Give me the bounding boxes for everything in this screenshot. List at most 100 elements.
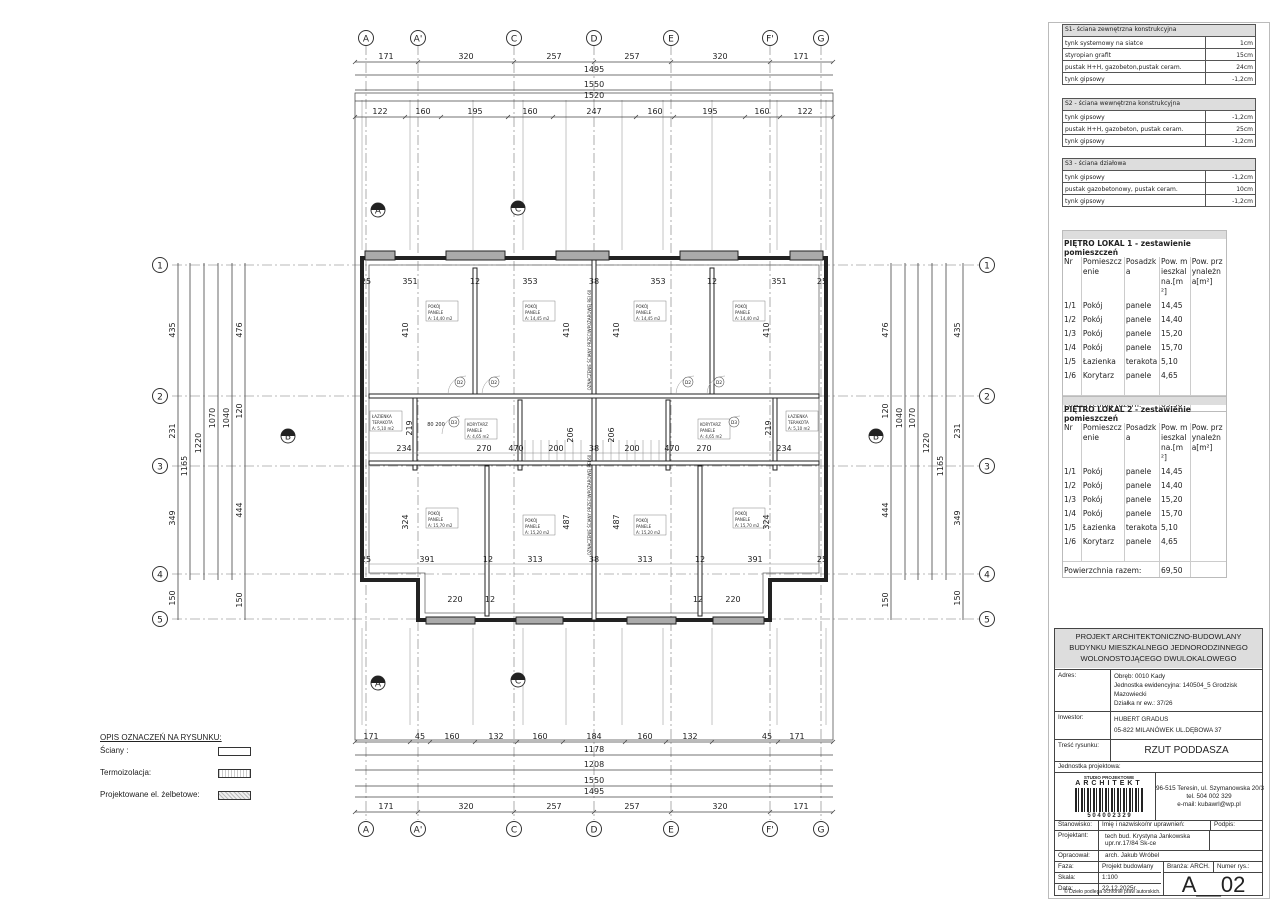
dimension-label: 1495 — [584, 787, 604, 796]
schedule-cell — [1189, 477, 1226, 491]
schedule-cell: panele — [1123, 325, 1160, 339]
room-tag-floor: TERAKOTA — [371, 420, 393, 425]
dimension-tick — [830, 59, 836, 65]
room-tag-name: POKÓJ — [525, 518, 537, 523]
dimension-label: 184 — [586, 732, 601, 741]
room-tag — [522, 514, 556, 536]
door-tag-label: D3 — [451, 420, 457, 426]
schedule-cell: panele — [1123, 339, 1160, 353]
room-tag — [464, 418, 498, 440]
layer-thickness: -1,2cm — [1205, 72, 1256, 85]
room-tag-area: A: 14,45 m2 — [636, 316, 661, 321]
dimension-tick — [668, 809, 674, 815]
dimension-label: 349 — [168, 510, 177, 525]
phase-row: Faza: Projekt budowlany Branża: ARCH. Nu… — [1055, 861, 1262, 872]
dimension-label: 231 — [168, 423, 177, 438]
schedule-cell — [1189, 505, 1226, 519]
dimension-label: 12 — [693, 595, 703, 604]
dimension-label: 160 — [444, 732, 459, 741]
investor-row: Inwestor: HUBERT GRADUS 05-822 MILANÓWEK… — [1055, 711, 1262, 739]
schedule-cell: Pokój — [1080, 505, 1125, 519]
wall-layer-row: pustak gazobetonowy, pustak ceram.10cm — [1062, 182, 1256, 195]
dimension-label: 25 — [361, 555, 371, 564]
room-tag-floor: PANELE — [525, 310, 541, 315]
grid-col-label: A' — [414, 35, 423, 45]
grid-bubble — [979, 388, 995, 404]
grid-bubble — [762, 30, 778, 46]
schedule-cell: Korytarz — [1080, 367, 1125, 381]
dimension-label: 120 — [881, 403, 890, 418]
dimension-label: 1550 — [584, 776, 604, 785]
grid-bubble — [506, 821, 522, 837]
schedule-cell: 14,45 — [1159, 463, 1191, 477]
grid-bubble — [410, 821, 426, 837]
interior-wall — [368, 393, 820, 399]
dimension-label: 435 — [953, 322, 962, 337]
schedule-empty-row — [1063, 547, 1226, 561]
wall-type-title: S3 - ściana działowa — [1062, 158, 1256, 171]
dimension-label: 195 — [467, 107, 482, 116]
room-tag-area: A: 5,10 m2 — [372, 426, 394, 431]
drawing-number: A__02 — [1163, 872, 1263, 897]
dimension-label: 1520 — [584, 91, 604, 100]
dimension-label: 171 — [378, 52, 393, 61]
dimension-label: 150 — [235, 592, 244, 607]
legend-label: Projektowane el. żelbetowe: — [100, 790, 200, 799]
schedule-cell: Pokój — [1080, 311, 1125, 325]
layer-thickness: 24cm — [1205, 60, 1256, 73]
dimension-tick — [591, 809, 597, 815]
door-swing — [441, 415, 461, 435]
schedule-header-cell: Pow. mieszkalna.[m²] — [1159, 423, 1191, 463]
barcode-icon — [1075, 788, 1143, 812]
legend-title: OPIS OZNACZEŃ NA RYSUNKU: — [100, 733, 222, 742]
schedule-cell: panele — [1123, 463, 1160, 477]
door-tag — [454, 376, 466, 388]
dimension-label: 257 — [624, 52, 639, 61]
roof-window — [712, 616, 765, 625]
room-tag-floor: PANELE — [428, 310, 444, 315]
grid-col-label: F' — [766, 35, 774, 45]
dimension-label: 25 — [817, 555, 827, 564]
dimension-tick — [709, 739, 715, 745]
dimension-tick — [415, 59, 421, 65]
dimension-label: 1070 — [908, 408, 917, 428]
dimension-label: 391 — [747, 555, 762, 564]
address-line: Działka nr ew.: 37/26 — [1114, 700, 1173, 707]
dimension-label: 120 — [235, 403, 244, 418]
grid-bubble — [813, 821, 829, 837]
dimension-tick — [668, 59, 674, 65]
grid-col-label: C — [511, 826, 517, 836]
dimension-label: 1208 — [584, 760, 604, 769]
dimension-tick — [427, 739, 433, 745]
dimension-label: 219 — [764, 420, 773, 435]
dimension-label: 313 — [527, 555, 542, 564]
grid-col-label: A — [363, 35, 370, 45]
grid-col-label: D — [591, 826, 598, 836]
section-label: B — [285, 433, 291, 443]
roof-window — [789, 250, 824, 261]
total-value: 69,50 — [1159, 560, 1191, 577]
room-tag-floor: PANELE — [428, 517, 444, 522]
schedule-cell — [1189, 353, 1226, 367]
schedule-cell — [1189, 533, 1226, 547]
prepared-value: arch. Jakub Wróbel — [1098, 851, 1165, 861]
unit-label: Jednostka projektowa: — [1058, 763, 1121, 770]
door-swing — [481, 375, 501, 395]
sheet-frame — [1048, 22, 1270, 899]
layer-material: tynk gipsowy — [1062, 110, 1206, 123]
dimension-label: 1165 — [180, 456, 189, 476]
address-line: Jednostka ewidencyjna: 140504_5 Grodzisk… — [1114, 682, 1238, 698]
grid-row-label: 2 — [984, 393, 990, 403]
room-tag-area: A: 15,70 m2 — [735, 523, 760, 528]
interior-wall — [484, 465, 490, 617]
schedule-cell: Pokój — [1080, 463, 1125, 477]
schedule-cell: terakota — [1123, 519, 1160, 533]
door-tag — [448, 416, 460, 428]
layer-thickness: 1cm — [1205, 36, 1256, 49]
schedule-cell: 1/5 — [1064, 523, 1077, 532]
roof-window — [425, 616, 476, 625]
logo-top-text: STUDIO PROJEKTOWE — [1083, 775, 1135, 780]
